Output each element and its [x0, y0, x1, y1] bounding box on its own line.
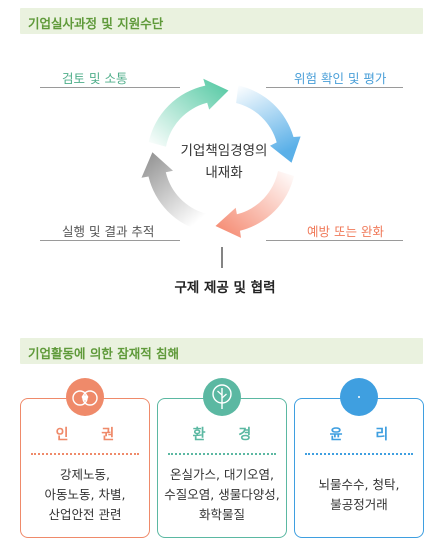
remedy-label: 구제 제공 및 협력 [174, 280, 276, 296]
card-body: 온실가스, 대기오염, 수질오염, 생물다양성, 화학물질 [158, 465, 286, 525]
card-line: 화학물질 [198, 507, 245, 522]
card-line: 수질오염, 생물다양성, [164, 487, 280, 502]
step-label-prevent: 예방 또는 완화 [307, 224, 384, 239]
step-label-track: 실행 및 결과 추적 [62, 224, 155, 239]
section-title: 기업실사과정 및 지원수단 [28, 16, 164, 31]
tree-icon [203, 378, 241, 416]
section-header-due-diligence: 기업실사과정 및 지원수단 [20, 8, 423, 34]
card-dotted-divider [31, 453, 139, 455]
card-title: 인 권 [55, 427, 129, 443]
card-line: 온실가스, 대기오염, [170, 467, 274, 482]
cycle-arrow-track [141, 152, 206, 232]
step-underline-review [40, 87, 180, 88]
category-card-human-rights: 인 권 강제노동, 아동노동, 차별, 산업안전 관련 [20, 398, 150, 538]
card-line: 불공정거래 [330, 497, 388, 512]
card-title: 환 경 [192, 427, 266, 443]
card-title: 윤 리 [329, 427, 403, 443]
step-underline-track [40, 240, 180, 241]
cycle-arrow-assess [236, 85, 301, 163]
card-line: 산업안전 관련 [48, 507, 122, 522]
card-body: 뇌물수수, 청탁, 불공정거래 [295, 475, 423, 515]
ethics-icon [340, 378, 378, 416]
category-card-ethics: 윤 리 뇌물수수, 청탁, 불공정거래 [294, 398, 424, 538]
center-line-1: 기업책임경영의 [180, 143, 268, 159]
step-label-review: 검토 및 소통 [62, 71, 128, 86]
card-line: 뇌물수수, 청탁, [318, 477, 400, 492]
step-underline-prevent [266, 240, 403, 241]
cycle-arrow-prevent [215, 171, 294, 238]
category-card-environment: 환 경 온실가스, 대기오염, 수질오염, 생물다양성, 화학물질 [157, 398, 287, 538]
cycle-arrow-review [148, 78, 229, 147]
cycle-diagram [141, 78, 301, 268]
card-dotted-divider [305, 453, 413, 455]
cycle-center-title: 기업책임경영의 내재화 [171, 140, 277, 184]
card-body: 강제노동, 아동노동, 차별, 산업안전 관련 [21, 465, 149, 525]
card-dotted-divider [168, 453, 276, 455]
card-line: 아동노동, 차별, [44, 487, 126, 502]
human-rights-icon [66, 378, 104, 416]
section-title: 기업활동에 의한 잠재적 침해 [28, 346, 180, 361]
center-line-2: 내재화 [205, 165, 243, 181]
step-label-assess: 위험 확인 및 평가 [294, 71, 387, 86]
step-underline-assess [266, 87, 403, 88]
card-line: 강제노동, [60, 467, 110, 482]
section-header-potential-harm: 기업활동에 의한 잠재적 침해 [20, 338, 423, 364]
